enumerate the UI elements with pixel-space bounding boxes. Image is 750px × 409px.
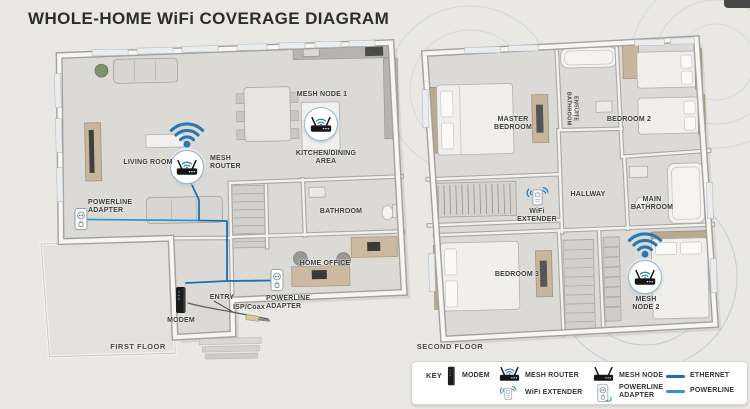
key-legend: KEY MODEM MESH ROUTER WiFi EXTENDER MESH… [411,361,748,405]
key-mesh-node-label: MESH NODE [619,372,664,379]
bedroom-3-label: BEDROOM 3 [494,271,540,278]
key-mesh-router-label: MESH ROUTER [525,372,579,379]
powerline-adapter-1-device-icon [73,207,89,236]
mesh-router-wifi-arcs-icon [165,116,209,153]
modem-label: MODEM [167,317,195,324]
coax-cable [187,302,269,320]
entry-leader-line [213,300,234,313]
hallway-label: HALLWAY [570,191,606,198]
key-ethernet-line-swatch [666,375,685,378]
mesh-node-2-label: MESH NODE 2 [632,296,660,312]
key-ethernet-label: ETHERNET [690,372,730,379]
modem-device-icon [174,286,188,319]
mesh-router-label: MESH ROUTER [210,155,241,171]
mesh-node-1-device-icon [304,107,338,141]
mesh-router-device-icon [170,150,204,184]
powerline-adapter-1-label: POWERLINE ADAPTER [88,199,133,215]
powerline-adapter-2-device-icon [269,268,285,297]
coax-connector [245,314,260,322]
key-modem-label: MODEM [462,372,490,379]
bedroom-2-label: BEDROOM 2 [606,116,652,123]
key-wifi-extender-icon [497,384,518,406]
key-powerline-adapter-label: POWERLINE ADAPTER [619,384,664,400]
corner-tab [724,0,750,8]
ethernet-cable [185,182,273,284]
mesh-node-2-wifi-arcs-icon [623,226,667,263]
mesh-node-1-label: MESH NODE 1 [296,91,348,98]
key-powerline-label: POWERLINE [690,387,735,394]
wifi-extender-label: WiFi EXTENDER [517,208,557,224]
powerline-adapter-2-label: POWERLINE ADAPTER [266,295,311,311]
page-title: WHOLE-HOME WiFi COVERAGE DIAGRAM [28,9,390,28]
key-title: KEY [426,371,443,380]
entry-label: ENTRY [209,294,235,301]
main-bathroom-label: MAIN BATHROOM [630,196,674,212]
master-bedroom-label: MASTER BEDROOM [494,116,532,132]
key-powerline-line-swatch [666,390,685,393]
coax-tip [257,318,271,322]
key-powerline-adapter-icon [596,383,613,408]
second-floor-label: SECOND FLOOR [416,342,484,351]
ensuite-bathroom-label: ENSUITE BATHROOM [566,91,579,126]
key-wifi-extender-label: WiFi EXTENDER [525,389,583,396]
key-modem-icon [446,366,457,391]
first-floor-label: FIRST FLOOR [110,342,166,351]
bathroom-label: BATHROOM [319,208,363,215]
powerline-cable [87,218,200,222]
home-office-label: HOME OFFICE [299,260,351,267]
isp-coax-label: ISP/Coax [233,304,265,311]
mesh-node-2-device-icon [628,260,662,294]
living-room-label: LIVING ROOM [123,159,173,166]
kitchen-dining-label: KITCHEN/DINING AREA [295,150,357,166]
